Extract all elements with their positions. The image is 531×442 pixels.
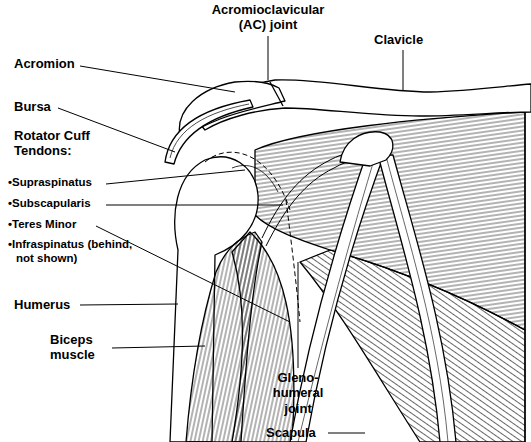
bone-label: Humerus (14, 297, 94, 312)
bone-label: Clavicle (374, 32, 454, 47)
biceps-muscle (186, 232, 262, 442)
bone-label: Scapula (266, 425, 330, 440)
structure-label: Bursa (14, 99, 74, 114)
leader-line (328, 433, 365, 434)
coracoid-process (340, 132, 393, 166)
leader-line (80, 304, 178, 305)
muscle-label: Biceps muscle (50, 332, 112, 363)
bursa-fold (170, 104, 249, 158)
leader-line (403, 50, 404, 90)
tendon-label: •Subscapularis (8, 197, 118, 211)
long-head-tendon (266, 156, 376, 246)
leader-line (298, 262, 299, 368)
tendon-fiber (386, 156, 448, 442)
leader-line (106, 205, 283, 206)
joint-label: Acromioclavicular (AC) joint (200, 2, 336, 33)
tendon-label: •Teres Minor (8, 218, 118, 232)
leader-line (80, 66, 235, 92)
bursa-sac (165, 100, 253, 164)
cuff-tendon (232, 165, 278, 192)
supraspinatus-tendon (205, 152, 290, 210)
biceps-tendon (378, 155, 456, 442)
joint-label: Gleno- humeral joint (268, 370, 328, 416)
bone-label: Acromion (14, 56, 94, 71)
leader-line (268, 36, 269, 80)
tendon-label: •Supraspinatus (8, 176, 118, 190)
scapula-border (524, 105, 525, 442)
leader-line (106, 170, 245, 184)
ac-joint-line (270, 82, 283, 106)
leader-line (112, 346, 205, 348)
group-heading: Rotator Cuff Tendons: (14, 128, 109, 159)
tendon-label: •Infraspinatus (behind, not shown) (8, 238, 140, 265)
